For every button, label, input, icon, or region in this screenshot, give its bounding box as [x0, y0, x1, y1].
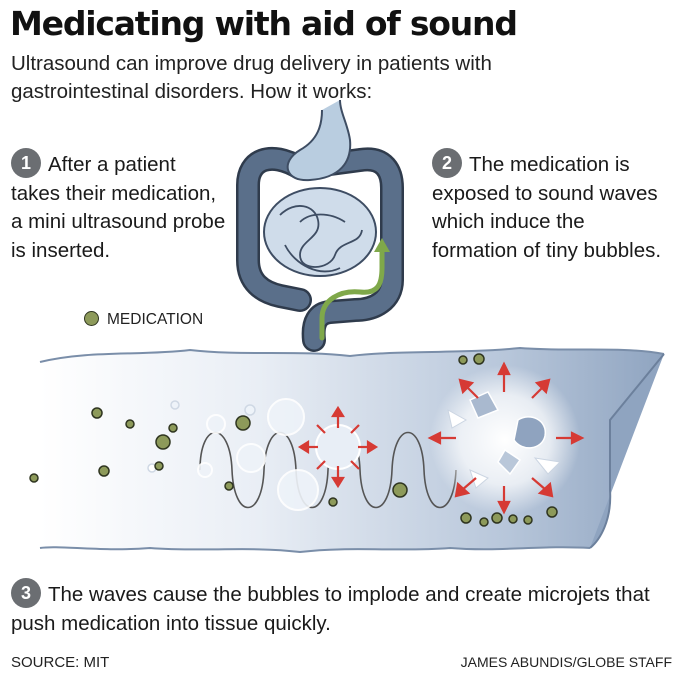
step-1-number: 1 [11, 148, 41, 178]
implosion-glow [430, 365, 580, 515]
page-subtitle: Ultrasound can improve drug delivery in … [11, 52, 492, 103]
medication-particles [29, 353, 558, 527]
step-1-text: After a patient takes their medication, … [11, 153, 226, 262]
page-title: Medicating with aid of sound [10, 4, 518, 43]
medication-dot-icon [84, 311, 99, 326]
artist-credit: JAMES ABUNDIS/GLOBE STAFF [460, 654, 672, 670]
small-intestine [263, 187, 377, 277]
legend-medication: MEDICATION [84, 311, 203, 329]
step-3-number: 3 [11, 578, 41, 608]
step-2-text: The medication is exposed to sound waves… [432, 153, 662, 262]
probe-arrow [319, 238, 390, 341]
large-intestine [236, 147, 404, 352]
source-credit: SOURCE: MIT [11, 654, 110, 671]
bubbles [147, 398, 361, 511]
sound-waves [199, 431, 457, 509]
stomach [286, 99, 352, 182]
bubble-burst-arrows [297, 405, 379, 489]
legend-label: MEDICATION [107, 311, 204, 328]
step-2-number: 2 [432, 148, 462, 178]
microjet-arrows [427, 361, 585, 515]
step-3-text: The waves cause the bubbles to implode a… [11, 583, 650, 635]
